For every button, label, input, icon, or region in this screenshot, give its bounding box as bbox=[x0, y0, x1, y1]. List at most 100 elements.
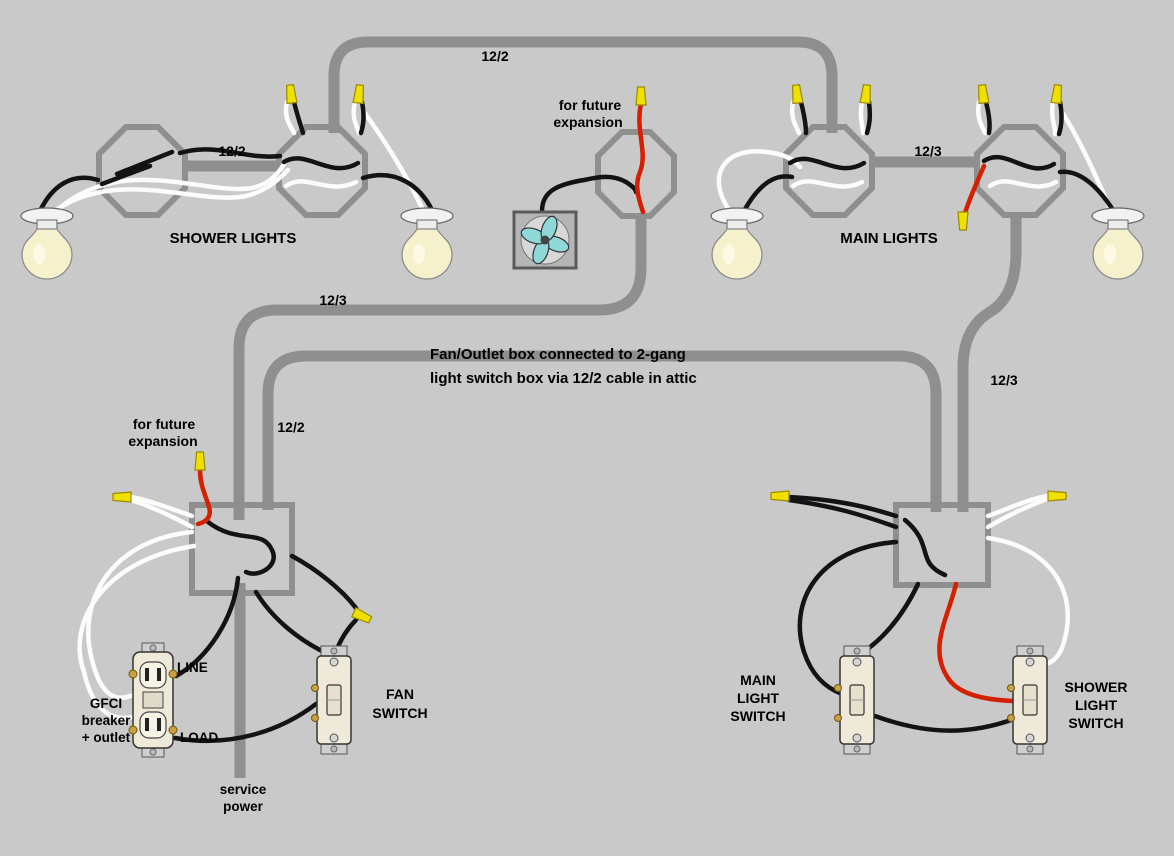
white-wire bbox=[985, 496, 1050, 530]
red-wire-capped bbox=[962, 163, 987, 216]
label-cable-main-link: 12/3 bbox=[914, 143, 941, 159]
label-main-light-switch-line3: SWITCH bbox=[730, 708, 785, 724]
black-wire bbox=[798, 99, 809, 136]
black-wire bbox=[358, 99, 366, 136]
red-wire-future-expansion-top bbox=[635, 101, 646, 215]
junction-boxes bbox=[96, 124, 1066, 596]
black-wire bbox=[741, 174, 795, 214]
labels: 12/2 12/2 SHOWER LIGHTS for future expan… bbox=[82, 48, 1128, 814]
black-wire bbox=[857, 581, 921, 657]
label-cable-right-drop: 12/3 bbox=[990, 372, 1017, 388]
black-wire bbox=[205, 519, 276, 576]
label-cable-attic-lower: 12/2 bbox=[277, 419, 304, 435]
white-wire bbox=[858, 99, 866, 136]
label-cable-shower-link: 12/2 bbox=[218, 143, 245, 159]
black-wire bbox=[981, 154, 1057, 171]
wire-nut bbox=[635, 86, 647, 106]
label-future-expansion-left-line2: expansion bbox=[128, 433, 197, 449]
fan-switch bbox=[310, 645, 352, 755]
label-shower-light-switch-line2: LIGHT bbox=[1075, 697, 1117, 713]
cable-attic-top-12-2 bbox=[328, 36, 838, 133]
white-wire bbox=[45, 167, 291, 219]
black-wire bbox=[983, 99, 992, 136]
label-cable-top: 12/2 bbox=[481, 48, 508, 64]
label-attic-note-line1: Fan/Outlet box connected to 2-gang bbox=[430, 346, 686, 363]
cable-attic-link-12-2 bbox=[262, 350, 942, 512]
white-wire bbox=[86, 529, 195, 700]
red-wire-future-expansion-left bbox=[195, 467, 212, 527]
black-wire bbox=[172, 701, 319, 743]
label-future-expansion-left-line1: for future bbox=[133, 416, 195, 432]
wire-nut bbox=[194, 451, 206, 471]
wire-nut bbox=[859, 83, 873, 105]
black-wire bbox=[1056, 99, 1064, 137]
cable-fanbox-to-left-switchbox-12-3 bbox=[233, 214, 647, 520]
black-wire bbox=[177, 147, 283, 159]
label-fan-switch-line1: FAN bbox=[386, 686, 414, 702]
wire-nut bbox=[770, 490, 790, 502]
black-wire bbox=[173, 575, 241, 679]
label-future-expansion-top-line1: for future bbox=[559, 97, 621, 113]
black-wire bbox=[786, 494, 899, 519]
black-wire bbox=[787, 156, 867, 171]
wire-nut bbox=[790, 83, 804, 105]
switch-box-right bbox=[893, 502, 991, 588]
red-wire-to-shower-switch bbox=[937, 581, 1017, 704]
white-wire bbox=[361, 109, 427, 215]
white-wire bbox=[985, 493, 1050, 519]
label-service-power-line1: service bbox=[220, 782, 267, 797]
white-wire bbox=[987, 179, 1059, 189]
black-wire bbox=[360, 172, 435, 213]
white-wire bbox=[351, 99, 362, 136]
main-light-switch bbox=[833, 645, 875, 755]
label-main-light-switch-line1: MAIN bbox=[740, 672, 776, 688]
black-wire bbox=[291, 99, 306, 136]
white-wire bbox=[77, 543, 197, 721]
black-wire bbox=[539, 174, 639, 214]
white-wire bbox=[128, 497, 195, 530]
label-gfci-line2: breaker bbox=[82, 713, 132, 728]
black-wire bbox=[786, 497, 899, 530]
white-wire bbox=[790, 99, 802, 136]
wire-nut bbox=[1047, 490, 1067, 502]
label-future-expansion-top-line2: expansion bbox=[553, 114, 622, 130]
cable-right-drop-12-3 bbox=[957, 213, 1022, 512]
cables bbox=[183, 36, 1022, 778]
octagon-box-main-right bbox=[974, 124, 1066, 218]
label-main-lights: MAIN LIGHTS bbox=[840, 230, 938, 247]
label-fan-switch-line2: SWITCH bbox=[372, 705, 427, 721]
white-wire bbox=[985, 535, 1071, 667]
label-shower-lights: SHOWER LIGHTS bbox=[170, 230, 297, 247]
black-wire bbox=[253, 589, 331, 657]
black-wire bbox=[37, 175, 101, 214]
label-line: LINE bbox=[177, 660, 208, 675]
white-wire bbox=[790, 179, 865, 189]
wire-nut bbox=[957, 211, 969, 231]
octagon-box-shower-right bbox=[276, 124, 368, 218]
label-shower-light-switch-line3: SWITCH bbox=[1068, 715, 1123, 731]
black-wire bbox=[289, 553, 359, 611]
black-wire bbox=[281, 156, 361, 171]
gfci-outlet bbox=[128, 642, 178, 758]
label-cable-attic-upper: 12/3 bbox=[319, 292, 346, 308]
white-wire bbox=[283, 179, 359, 189]
switch-box-left bbox=[189, 502, 295, 596]
octagon-box-fan bbox=[595, 129, 677, 219]
white-wires bbox=[45, 99, 1115, 721]
wire-nut bbox=[976, 83, 990, 105]
black-wire bbox=[99, 149, 175, 187]
red-wires bbox=[195, 101, 1017, 704]
wire-nut bbox=[1050, 83, 1064, 105]
black-wire bbox=[864, 99, 873, 136]
main-light-bulb-left bbox=[710, 207, 764, 280]
black-wire bbox=[872, 713, 1017, 733]
white-wire bbox=[283, 99, 297, 136]
wire-nut bbox=[352, 83, 366, 105]
white-wire bbox=[976, 99, 988, 136]
exhaust-fan bbox=[512, 210, 578, 270]
octagon-box-main-left bbox=[783, 124, 875, 218]
octagon-box-shower-left bbox=[96, 124, 188, 218]
label-main-light-switch-line2: LIGHT bbox=[737, 690, 779, 706]
